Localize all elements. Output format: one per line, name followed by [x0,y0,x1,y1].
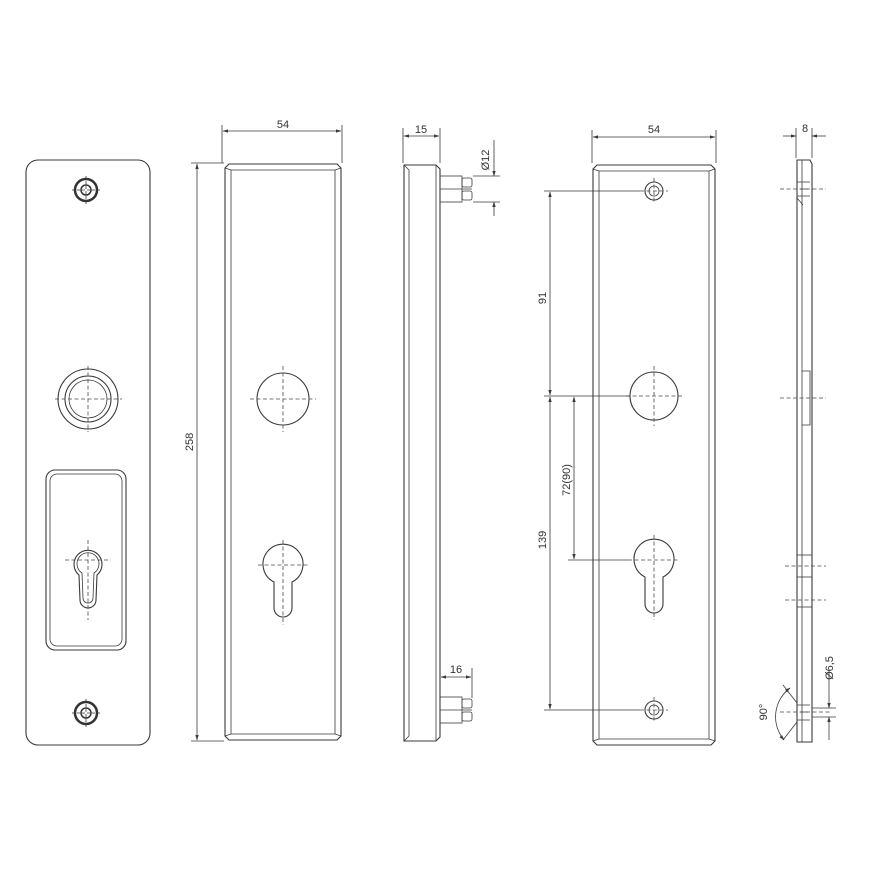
dim-width-front-label: 54 [277,119,289,131]
top-screw-icon [72,176,100,204]
section-view [780,159,832,743]
dim-pin-diameter-label: Ø12 [480,150,492,171]
dim-width-front: 54 [221,119,343,163]
dim-plate-thickness-label: 8 [802,123,808,135]
front-view-outline [224,163,342,741]
dim-hole-spacing-top-label: 91 [537,292,549,304]
dim-depth-side-label: 15 [415,124,427,136]
cylinder-escutcheon [45,469,127,651]
dim-pin-diameter: Ø12 [473,140,500,216]
dim-screw-diameter: Ø6,5 [812,656,836,740]
dim-cylinder-spacing: 72(90) [561,396,576,560]
top-pin-icon [439,175,473,203]
bottom-pin-icon [439,696,473,724]
dim-height-total: 258 [184,162,224,742]
dim-screw-diameter-label: Ø6,5 [824,656,836,680]
dim-depth-side: 15 [402,124,441,163]
bottom-screw-icon [72,699,100,727]
dim-pin-length-label: 16 [450,664,462,676]
dim-hole-spacing-top: 91 [537,191,552,396]
dim-hole-spacing-lower-label: 139 [537,531,549,549]
handle-rose-icon [55,366,122,432]
dim-countersink-angle-label: 90° [758,704,770,721]
dim-width-back-label: 54 [648,124,660,136]
dim-height-total-label: 258 [184,433,196,451]
dim-pin-length: 16 [439,664,473,698]
dim-plate-thickness: 8 [783,123,826,158]
dim-hole-spacing-lower: 139 [537,396,552,710]
dim-cylinder-spacing-label: 72(90) [561,464,573,496]
dim-countersink-angle: 90° [758,684,798,741]
back-view [592,164,716,746]
side-view [403,164,473,742]
dim-width-back: 54 [591,124,717,163]
front-view-plate [25,159,151,746]
